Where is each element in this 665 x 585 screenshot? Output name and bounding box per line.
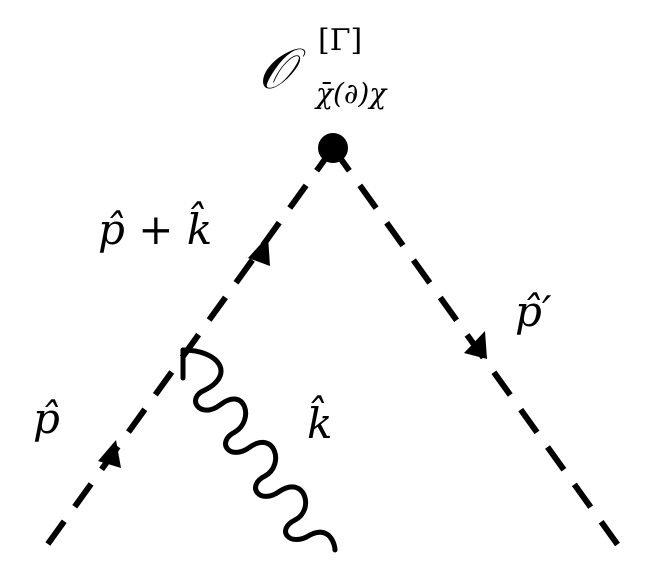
label-right: p̂′	[515, 287, 552, 336]
label-upper-left: p̂ + k̂	[98, 200, 212, 254]
arrow-right	[464, 331, 487, 359]
arrow-upper-left	[248, 236, 270, 266]
operator-symbol: 𝒪	[258, 37, 306, 102]
operator-superscript: [Γ]	[318, 23, 362, 58]
gluon-line	[180, 347, 338, 553]
label-gluon: k̂	[307, 394, 332, 448]
operator-subscript: χ̄(∂)χ	[314, 77, 388, 110]
arrow-lower-left	[98, 440, 121, 468]
operator-label: 𝒪 [Γ] χ̄(∂)χ	[258, 23, 388, 110]
label-lower-left: p̂	[33, 394, 60, 443]
